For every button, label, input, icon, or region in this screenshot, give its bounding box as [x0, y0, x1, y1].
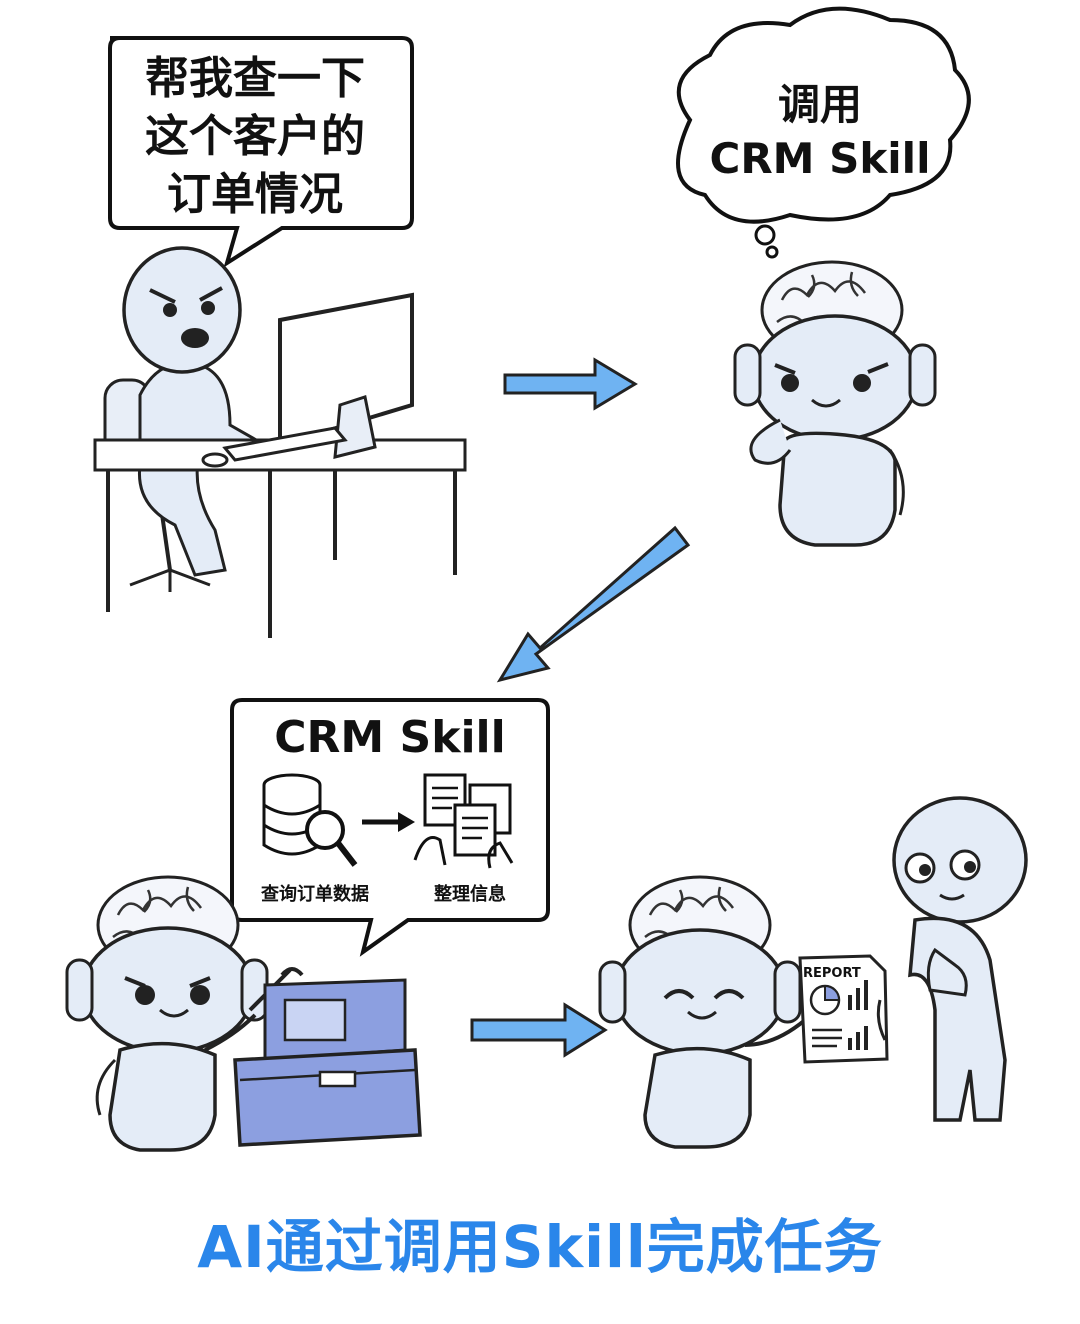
toolbox-icon: [233, 978, 422, 1147]
documents-organize-icon: [413, 773, 514, 869]
thought-cloud: [676, 6, 971, 259]
crm-skill-panel: [230, 698, 550, 957]
person-at-computer: [93, 246, 467, 638]
page-caption: AI通过调用Skill完成任务: [197, 1213, 883, 1281]
database-search-icon: [262, 773, 358, 867]
process-arrow-icon: [362, 812, 415, 832]
speech-bubble-request: [108, 36, 414, 268]
person-thumbs-up: [876, 796, 1028, 1122]
arrow-down-left: [496, 525, 691, 683]
speech-line-1: 帮我查一下: [145, 53, 365, 104]
speech-line-3: 订单情况: [167, 169, 343, 220]
arrow-right-2: [470, 1002, 608, 1058]
robot-happy: [598, 875, 807, 1149]
report-label: REPORT: [803, 966, 861, 981]
thought-text: 调用 CRM Skill: [690, 78, 950, 186]
skill-panel-title: CRM Skill: [274, 712, 506, 763]
thought-line-1: 调用: [777, 80, 862, 129]
speech-bubble-text: 帮我查一下 这个客户的 订单情况: [110, 50, 400, 224]
step-organize-label: 整理信息: [434, 884, 506, 905]
speech-line-2: 这个客户的: [145, 111, 365, 162]
thought-line-2: CRM Skill: [709, 134, 931, 183]
robot-thinking: [733, 260, 937, 547]
arrow-right-1: [503, 357, 638, 411]
report-document-icon: [798, 954, 889, 1064]
robot-with-toolbox: [65, 875, 304, 1152]
step-query-label: 查询订单数据: [261, 884, 369, 905]
